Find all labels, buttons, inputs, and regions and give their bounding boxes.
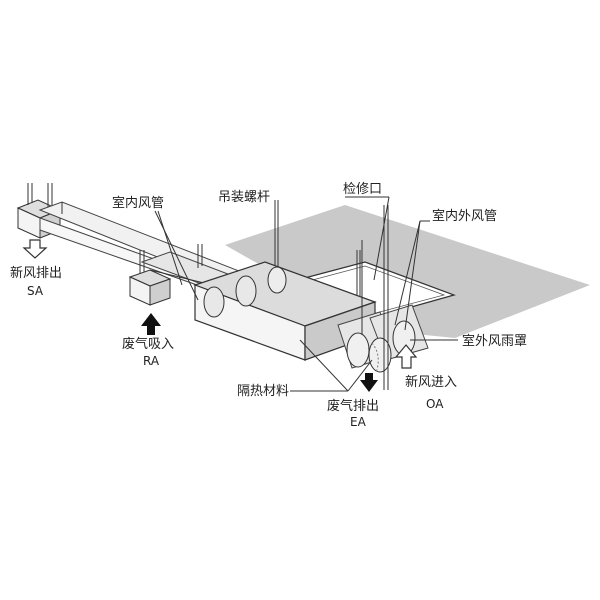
label-exhaust-out: 废气排出	[327, 398, 379, 414]
label-indoor-duct: 室内风管	[112, 195, 164, 211]
label-fresh-air-in: 新风进入	[405, 374, 457, 390]
label-access-port: 检修口	[343, 182, 382, 197]
label-fresh-air-out-code: SA	[27, 284, 44, 298]
leader-lines	[154, 196, 458, 392]
label-fresh-air-out: 新风排出	[10, 265, 62, 281]
arrow-oa-up	[394, 344, 418, 369]
label-insulation: 隔热材料	[237, 384, 289, 399]
arrow-ea-down	[360, 373, 378, 392]
watermark: 知乎 @布鲁舍智能新风	[400, 407, 555, 425]
label-fresh-air-in-code: OA	[426, 397, 444, 411]
label-indoor-outdoor-duct: 室内外风管	[432, 208, 497, 224]
label-hanging-rod: 吊装螺杆	[218, 190, 270, 205]
label-return-air-in: 废气吸入	[122, 336, 174, 352]
label-exhaust-out-code: EA	[350, 415, 367, 429]
arrow-sa-down	[22, 239, 48, 259]
label-outdoor-hood: 室外风雨罩	[462, 333, 527, 349]
unit-duct-collars	[203, 266, 287, 318]
label-return-air-in-code: RA	[143, 354, 160, 368]
arrow-ra-up	[141, 313, 161, 335]
return-air-box	[128, 250, 172, 306]
